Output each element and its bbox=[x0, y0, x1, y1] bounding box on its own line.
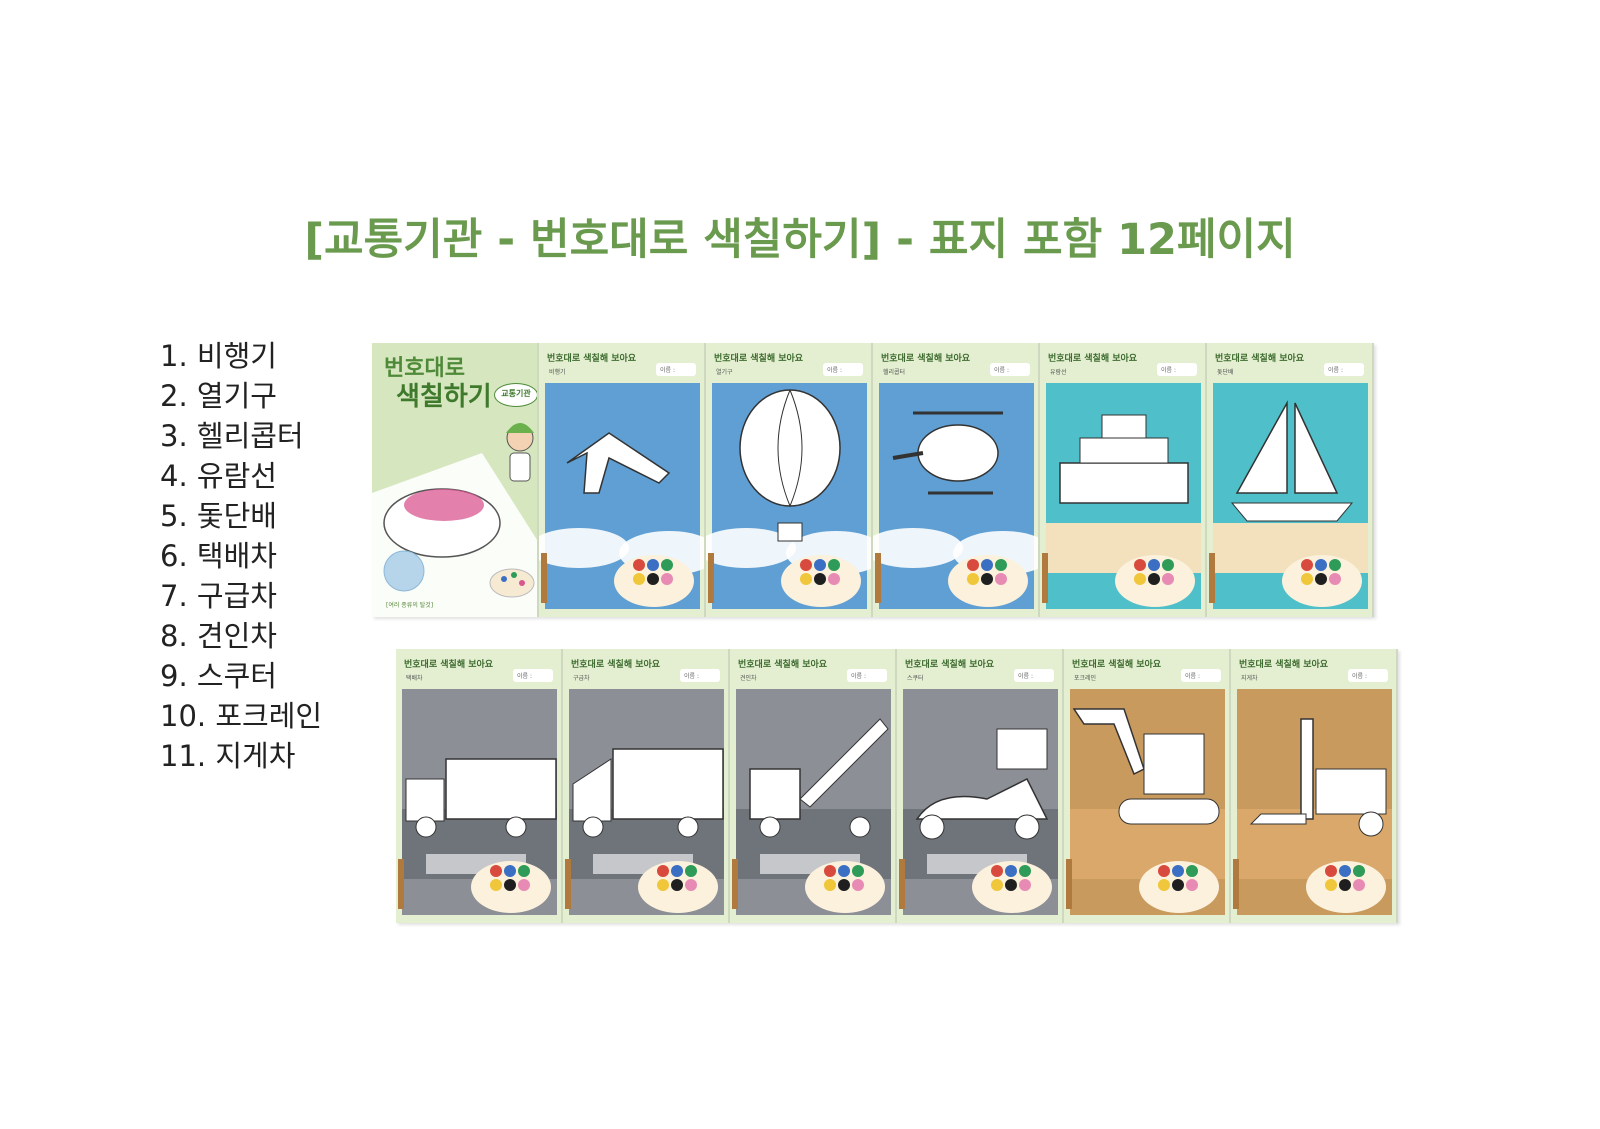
sheet-illustration bbox=[730, 649, 895, 923]
list-item: 6. 택배차 bbox=[160, 539, 277, 573]
sheet-subtitle: 지게차 bbox=[1241, 675, 1258, 682]
name-field: 이름 : bbox=[823, 363, 863, 376]
sheet-header: 번호대로 색칠해 보아요 bbox=[881, 354, 971, 364]
sheet-subtitle: 유람선 bbox=[1050, 369, 1067, 376]
sheet-illustration bbox=[1231, 649, 1396, 923]
sheet-header: 번호대로 색칠해 보아요 bbox=[547, 354, 637, 364]
sheet-subtitle: 택배차 bbox=[406, 675, 423, 682]
list-item: 4. 유람선 bbox=[160, 459, 277, 493]
name-field: 이름 : bbox=[990, 363, 1030, 376]
list-item: 7. 구급차 bbox=[160, 579, 277, 613]
vehicle-list: 1. 비행기 2. 열기구 3. 헬리콥터 4. 유람선 5. 돛단배 6. 택… bbox=[160, 336, 322, 776]
sheet-header: 번호대로 색칠해 보아요 bbox=[905, 660, 995, 670]
coloring-page: 번호대로 색칠해 보아요 지게차 이름 : bbox=[1231, 649, 1398, 923]
name-field: 이름 : bbox=[513, 669, 553, 682]
sheet-header: 번호대로 색칠해 보아요 bbox=[1239, 660, 1329, 670]
name-field: 이름 : bbox=[1324, 363, 1364, 376]
name-field: 이름 : bbox=[1348, 669, 1388, 682]
sheet-header: 번호대로 색칠해 보아요 bbox=[404, 660, 494, 670]
coloring-page: 번호대로 색칠해 보아요 비행기 이름 : bbox=[539, 343, 706, 617]
cover-page: 번호대로 색칠하기 교통기관 [여러 종류의 탈것] bbox=[372, 343, 539, 617]
sheet-header: 번호대로 색칠해 보아요 bbox=[714, 354, 804, 364]
sheet-illustration bbox=[1064, 649, 1229, 923]
sheet-header: 번호대로 색칠해 보아요 bbox=[738, 660, 828, 670]
name-field: 이름 : bbox=[1157, 363, 1197, 376]
name-field: 이름 : bbox=[656, 363, 696, 376]
cover-badge: 교통기관 bbox=[494, 383, 537, 407]
list-item: 5. 돛단배 bbox=[160, 499, 277, 533]
list-item: 10. 포크레인 bbox=[160, 699, 323, 733]
sheet-illustration bbox=[897, 649, 1062, 923]
list-item: 8. 견인차 bbox=[160, 619, 277, 653]
coloring-page: 번호대로 색칠해 보아요 헬리콥터 이름 : bbox=[873, 343, 1040, 617]
preview-row-1: 번호대로 색칠하기 교통기관 [여러 종류의 탈것] 번호대로 색칠해 보아요 … bbox=[372, 343, 1374, 617]
sheet-header: 번호대로 색칠해 보아요 bbox=[1072, 660, 1162, 670]
list-item: 1. 비행기 bbox=[160, 339, 277, 373]
sheet-subtitle: 돛단배 bbox=[1217, 369, 1234, 376]
sheet-header: 번호대로 색칠해 보아요 bbox=[571, 660, 661, 670]
cover-title-line-2: 색칠하기 bbox=[396, 382, 492, 412]
coloring-page: 번호대로 색칠해 보아요 열기구 이름 : bbox=[706, 343, 873, 617]
coloring-page: 번호대로 색칠해 보아요 택배차 이름 : bbox=[396, 649, 563, 923]
sheet-subtitle: 견인차 bbox=[740, 675, 757, 682]
sheet-subtitle: 구급차 bbox=[573, 675, 590, 682]
sheet-subtitle: 열기구 bbox=[716, 369, 733, 376]
preview-row-2: 번호대로 색칠해 보아요 택배차 이름 : 번호대로 색칠해 보아요 구급차 이… bbox=[396, 649, 1398, 923]
sheet-illustration bbox=[1207, 343, 1372, 617]
sheet-subtitle: 비행기 bbox=[549, 369, 566, 376]
list-item: 11. 지게차 bbox=[160, 739, 296, 773]
list-item: 9. 스쿠터 bbox=[160, 659, 277, 693]
sheet-illustration bbox=[873, 343, 1038, 617]
cover-title: 번호대로 색칠하기 bbox=[384, 355, 492, 411]
coloring-page: 번호대로 색칠해 보아요 구급차 이름 : bbox=[563, 649, 730, 923]
coloring-page: 번호대로 색칠해 보아요 돛단배 이름 : bbox=[1207, 343, 1374, 617]
coloring-page: 번호대로 색칠해 보아요 포크레인 이름 : bbox=[1064, 649, 1231, 923]
coloring-page: 번호대로 색칠해 보아요 견인차 이름 : bbox=[730, 649, 897, 923]
list-item: 2. 열기구 bbox=[160, 379, 277, 413]
sheet-illustration bbox=[706, 343, 871, 617]
sheet-header: 번호대로 색칠해 보아요 bbox=[1215, 354, 1305, 364]
sheet-subtitle: 포크레인 bbox=[1074, 675, 1097, 682]
name-field: 이름 : bbox=[680, 669, 720, 682]
cover-title-line-1: 번호대로 bbox=[384, 356, 465, 381]
sheet-illustration bbox=[563, 649, 728, 923]
list-item: 3. 헬리콥터 bbox=[160, 419, 304, 453]
name-field: 이름 : bbox=[1181, 669, 1221, 682]
sheet-illustration bbox=[539, 343, 704, 617]
sheet-header: 번호대로 색칠해 보아요 bbox=[1048, 354, 1138, 364]
name-field: 이름 : bbox=[847, 669, 887, 682]
page-title: [교통기관 - 번호대로 색칠하기] - 표지 포함 12페이지 bbox=[304, 215, 1296, 265]
sheet-subtitle: 스쿠터 bbox=[907, 675, 924, 682]
sheet-illustration bbox=[396, 649, 561, 923]
sheet-subtitle: 헬리콥터 bbox=[883, 369, 906, 376]
coloring-page: 번호대로 색칠해 보아요 스쿠터 이름 : bbox=[897, 649, 1064, 923]
coloring-page: 번호대로 색칠해 보아요 유람선 이름 : bbox=[1040, 343, 1207, 617]
cover-footer: [여러 종류의 탈것] bbox=[386, 602, 434, 609]
sheet-illustration bbox=[1040, 343, 1205, 617]
name-field: 이름 : bbox=[1014, 669, 1054, 682]
